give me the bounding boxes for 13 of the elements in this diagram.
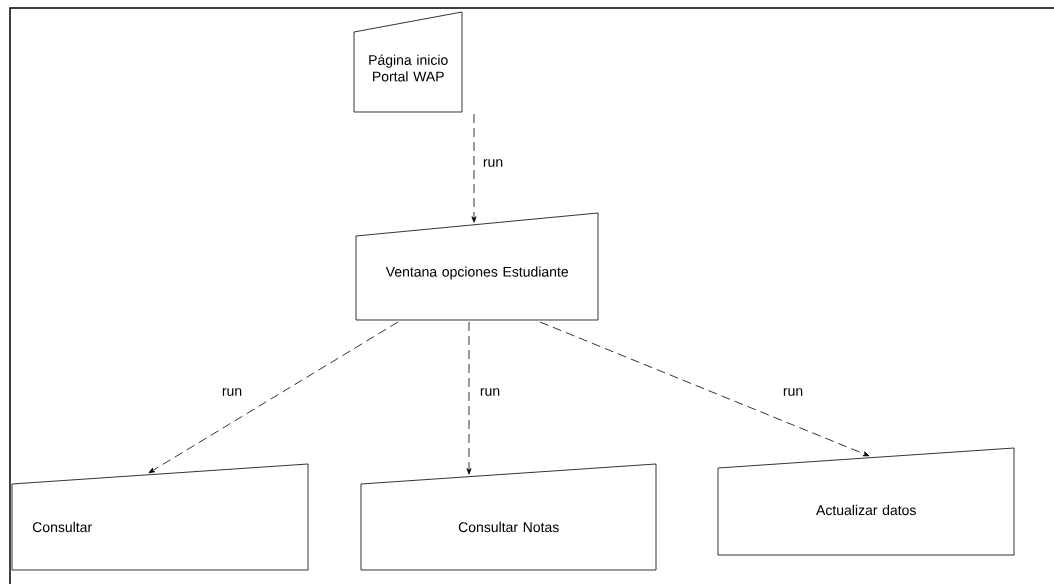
input-box: Actualizar datos (717, 447, 1015, 556)
input-box: Ventana opciones Estudiante (355, 212, 599, 321)
input-box: Consultar Notas (360, 463, 657, 571)
edge-label: run (220, 387, 244, 397)
arrow (466, 321, 472, 475)
edge-label: run (481, 158, 505, 168)
arrow (148, 321, 399, 474)
arrow (471, 113, 477, 223)
edge-label: run (478, 387, 502, 397)
input-box: Página inicio Portal WAP (353, 11, 463, 113)
arrow (539, 321, 870, 457)
input-box: Consultar (11, 463, 309, 571)
edge-label: run (781, 387, 805, 397)
